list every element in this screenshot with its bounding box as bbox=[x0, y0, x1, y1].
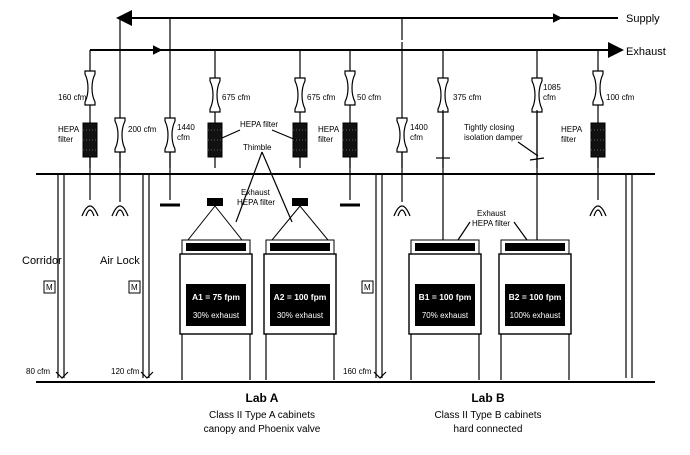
flow-label: cfm bbox=[543, 93, 556, 102]
flow-label: 50 cfm bbox=[357, 93, 381, 102]
lab-b-title: Lab B bbox=[471, 391, 505, 405]
damper-label: Tightly closing bbox=[464, 123, 514, 132]
flow-label: 100 cfm bbox=[606, 93, 635, 102]
thimble-label: Thimble bbox=[243, 143, 272, 152]
leader-line bbox=[517, 141, 539, 157]
leader-line bbox=[513, 221, 528, 241]
supply-valve-airlock bbox=[114, 117, 126, 153]
hepa-label: HEPA bbox=[58, 125, 80, 134]
exhaust-hepa-label: Exhaust bbox=[477, 209, 507, 218]
flow-label: 1085 bbox=[543, 83, 561, 92]
cabinet-exhaust: 100% exhaust bbox=[510, 311, 561, 320]
cabinet-b2: B2 = 100 fpm 100% exhaust bbox=[498, 239, 572, 380]
airlock-label: Air Lock bbox=[100, 255, 140, 267]
supply-valve-lab-b bbox=[396, 117, 408, 153]
diffuser bbox=[111, 205, 129, 217]
flow-label: 80 cfm bbox=[26, 367, 50, 376]
exhaust-valve-lab-b bbox=[592, 70, 604, 106]
exhaust-valve-a2 bbox=[294, 77, 306, 113]
lab-a-line2: canopy and Phoenix valve bbox=[204, 424, 321, 435]
exhaust-valve-a1 bbox=[209, 77, 221, 113]
exhaust-valve-lab-a bbox=[344, 70, 356, 106]
hepa-filter-lab-a bbox=[342, 122, 358, 158]
canopy-a1 bbox=[186, 198, 244, 241]
cabinet-name: B1 = 100 fpm bbox=[419, 292, 472, 302]
cabinet-exhaust: 30% exhaust bbox=[193, 311, 240, 320]
exhaust-valve-b2 bbox=[531, 77, 543, 113]
monitor-label: M bbox=[364, 283, 371, 292]
ceiling bbox=[36, 110, 655, 240]
hepa-label: HEPA bbox=[561, 125, 583, 134]
leader-line bbox=[271, 129, 297, 141]
canopy-a2 bbox=[270, 198, 330, 241]
exhaust-hepa-label: HEPA filter bbox=[472, 219, 510, 228]
lab-b-line2: hard connected bbox=[454, 424, 523, 435]
exhaust-valve-corridor bbox=[84, 70, 96, 106]
hepa-filter-lab-b bbox=[590, 122, 606, 158]
flow-label: 200 cfm bbox=[128, 125, 157, 134]
flow-label: cfm bbox=[410, 133, 423, 142]
cabinet-name: A2 = 100 fpm bbox=[274, 292, 327, 302]
exhaust-hepa-label: HEPA filter bbox=[237, 198, 275, 207]
flow-label: cfm bbox=[177, 133, 190, 142]
monitor-label: M bbox=[46, 283, 53, 292]
diffuser bbox=[81, 205, 99, 217]
supply-valve-lab-a bbox=[164, 117, 176, 153]
exhaust-hepa-label: Exhaust bbox=[241, 188, 271, 197]
flow-label: 375 cfm bbox=[453, 93, 482, 102]
hepa-label: filter bbox=[318, 135, 333, 144]
diffuser bbox=[589, 205, 607, 217]
flow-label: 120 cfm bbox=[111, 367, 140, 376]
lab-a-title: Lab A bbox=[246, 391, 279, 405]
flow-label: 675 cfm bbox=[307, 93, 336, 102]
supply-label: Supply bbox=[626, 13, 660, 25]
flow-label: 675 cfm bbox=[222, 93, 251, 102]
corridor-label: Corridor bbox=[22, 255, 62, 267]
monitor-icon: M bbox=[361, 280, 374, 294]
undercut-arrow bbox=[373, 371, 387, 379]
thimble-leader bbox=[235, 151, 263, 223]
cabinet-b1: B1 = 100 fpm 70% exhaust bbox=[408, 239, 482, 380]
flow-label: 160 cfm bbox=[58, 93, 87, 102]
leader-line bbox=[457, 221, 471, 241]
monitor-icon: M bbox=[128, 280, 141, 294]
hepa-label: filter bbox=[58, 135, 73, 144]
lab-b-line1: Class II Type B cabinets bbox=[434, 410, 541, 421]
hepa-label: HEPA bbox=[318, 125, 340, 134]
flow-label: 1440 bbox=[177, 123, 195, 132]
monitor-label: M bbox=[131, 283, 138, 292]
flow-label: 160 cfm bbox=[343, 367, 372, 376]
walls bbox=[36, 174, 655, 383]
leader-line bbox=[221, 129, 241, 139]
exhaust-valve-b1 bbox=[437, 77, 449, 113]
diffuser bbox=[393, 205, 411, 217]
hepa-filter-a1 bbox=[207, 122, 223, 158]
cabinet-exhaust: 30% exhaust bbox=[277, 311, 324, 320]
exhaust-label: Exhaust bbox=[626, 46, 666, 58]
cabinet-name: A1 = 75 fpm bbox=[192, 292, 240, 302]
flow-label: 1400 bbox=[410, 123, 428, 132]
lab-a-line1: Class II Type A cabinets bbox=[209, 410, 315, 421]
damper-label: isolation damper bbox=[464, 133, 523, 142]
hepa-filter-corridor bbox=[82, 122, 98, 158]
thimble-leader bbox=[261, 151, 293, 223]
hepa-label: filter bbox=[561, 135, 576, 144]
cabinet-a2: A2 = 100 fpm 30% exhaust bbox=[263, 239, 337, 380]
monitor-icon: M bbox=[43, 280, 56, 294]
undercut-arrow bbox=[140, 371, 154, 379]
cabinet-exhaust: 70% exhaust bbox=[422, 311, 469, 320]
cabinet-name: B2 = 100 fpm bbox=[509, 292, 562, 302]
undercut-arrow bbox=[55, 371, 69, 379]
hepa-label: HEPA filter bbox=[240, 120, 278, 129]
cabinet-a1: A1 = 75 fpm 30% exhaust bbox=[179, 239, 253, 380]
